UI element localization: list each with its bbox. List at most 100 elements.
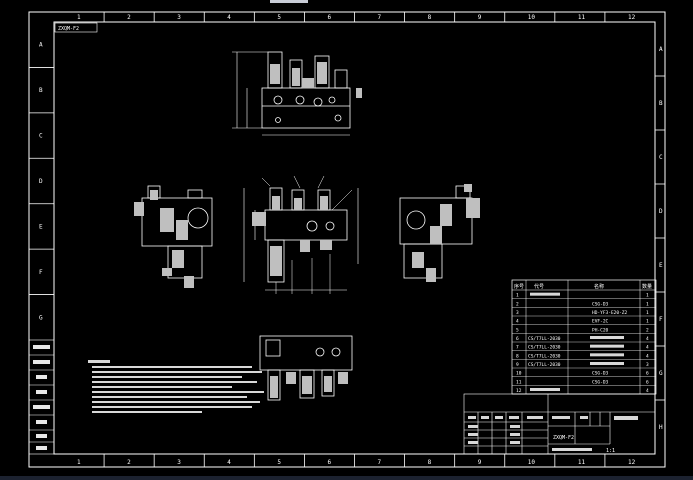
zone-row-label-left: C [39,133,43,140]
bom-cell-name: CSG-D3 [592,301,609,307]
view-bottom [259,335,353,401]
zone-row-label-right: H [659,424,663,431]
zone-col-label-top: 6 [327,14,331,21]
bom-cell-no: 11 [516,379,522,385]
zone-row-label-right: C [659,154,663,161]
view-right [399,185,473,279]
bom-cell-no: 2 [516,301,519,307]
zone-ticks [29,12,665,467]
view-top-fill [270,62,362,98]
view-left-fill [134,190,194,288]
zone-col-label-top: 9 [478,14,482,21]
bom-name-glyphs [590,362,624,365]
bom-cell-qty: 6 [646,371,649,377]
bom-cell-qty: 4 [646,336,649,342]
zone-col-label-bottom: 10 [528,459,536,466]
zone-col-label-top: 8 [428,14,432,21]
zone-col-label-top: 2 [127,14,131,21]
bom-cell-no: 7 [516,345,519,351]
zone-row-label-right: B [659,100,663,107]
bom-cell-qty: 6 [646,379,649,385]
bom-cell-qty: 4 [646,388,649,394]
zone-row-label-right: D [659,208,663,215]
bom-name-glyphs [530,388,560,391]
bom-cell-qty: 3 [646,362,649,368]
zone-row-label-left: A [39,42,43,49]
bom-cell-name: PH-C20 [592,327,609,333]
zone-row-label-right: F [659,316,663,323]
view-top [232,51,351,136]
zone-col-label-bottom: 7 [378,459,382,466]
zone-col-label-top: 7 [378,14,382,21]
bom-cell-no: 9 [516,362,519,368]
zone-col-label-bottom: 4 [227,459,231,466]
bom-cell-no: 5 [516,327,519,333]
bom-cell-name: EVF-2C [592,319,609,325]
zone-row-label-right: G [659,370,663,377]
bom-cell-qty: 1 [646,293,649,299]
front-view-leaders [261,175,353,294]
bom-cell-qty: 4 [646,353,649,359]
zone-col-label-top: 1 [77,14,81,21]
bom-header-qty: 数量 [642,283,652,290]
bom-cell-qty: 1 [646,319,649,325]
bom-cell-code: CS/T7LL-2030 [528,353,561,359]
zone-col-label-bottom: 6 [327,459,331,466]
bom-header-code: 代号 [534,283,544,290]
sheet-inner-frame [53,21,656,455]
title-block-scale: 1:1 [606,448,615,454]
bom-cell-no: 3 [516,310,519,316]
zone-row-label-left: E [39,223,43,230]
top-left-stamp-box [54,22,98,33]
window-top-tab [270,0,308,3]
left-title-column-glyphs [33,345,50,450]
bom-name-glyphs [590,353,624,357]
view-bottom-fill [270,372,348,398]
bom-cell-no: 10 [516,371,522,377]
zone-col-label-bottom: 8 [428,459,432,466]
zone-labels: 112233445566778899101011111212ABCDEFGHAB… [39,14,663,466]
bom-cell-code: CS/T7LL-2030 [528,336,561,342]
title-block-drawing-no: ZXQM-F2 [553,435,574,441]
bom-cell-qty: 1 [646,310,649,316]
bom-cell-qty: 4 [646,345,649,351]
bom-cell-code: CS/T7LL-2030 [528,345,561,351]
zone-col-label-bottom: 5 [277,459,281,466]
zone-row-label-left: F [39,269,43,276]
bom-header-name: 名称 [594,283,604,290]
zone-col-label-bottom: 9 [478,459,482,466]
left-title-column [28,339,55,455]
bom-cell-name: CSG-D3 [592,379,609,385]
zone-col-label-bottom: 1 [77,459,81,466]
zone-row-label-right: A [659,46,663,53]
bom-name-glyphs [590,344,624,348]
zone-row-label-right: E [659,262,663,269]
zone-col-label-bottom: 12 [628,459,636,466]
zone-row-label-left: G [39,314,43,321]
sheet-outer-border [28,11,666,468]
technical-requirements-block [88,360,264,413]
zone-col-label-bottom: 11 [578,459,586,466]
zone-row-label-left: B [39,87,43,94]
title-block-glyphs [468,416,638,451]
zone-col-label-bottom: 2 [127,459,131,466]
bom-cell-no: 6 [516,336,519,342]
view-front-fill [252,196,332,276]
bom-cell-no: 4 [516,319,519,325]
zone-col-label-top: 12 [628,14,636,21]
bom-cell-no: 8 [516,353,519,359]
zone-col-label-top: 5 [277,14,281,21]
bom-cell-no: 1 [516,293,519,299]
view-right-fill [412,184,480,282]
bom-cell-name: HD-YF3-E20-Z2 [592,310,628,316]
bom-cell-name: CSG-D3 [592,371,609,377]
bom-header-no: 序号 [514,283,524,290]
zone-col-label-bottom: 3 [177,459,181,466]
zone-row-label-left: D [39,178,43,185]
bom-cell-no: 12 [516,388,522,394]
zone-col-label-top: 3 [177,14,181,21]
